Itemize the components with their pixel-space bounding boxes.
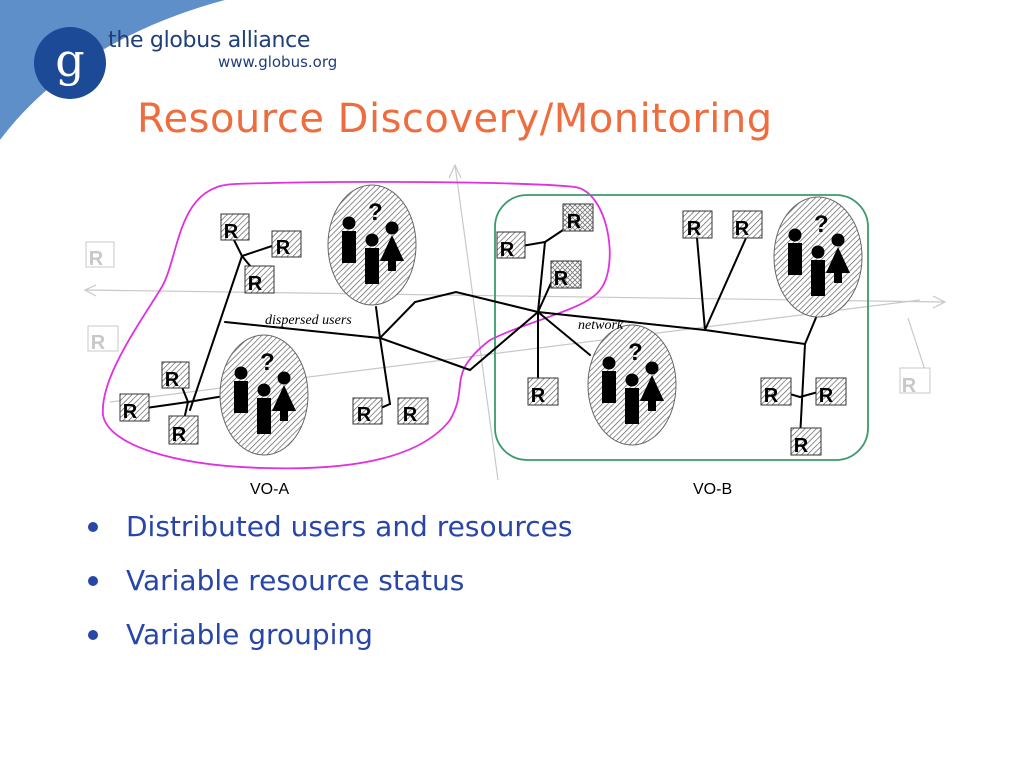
resource-box-icon: R	[550, 260, 582, 290]
vo-a-boundary	[102, 180, 611, 470]
bullet-dot-icon	[88, 522, 98, 532]
resource-box-icon: R	[790, 427, 822, 457]
svg-text:R: R	[500, 239, 515, 261]
bullet-text: Variable grouping	[126, 618, 373, 651]
dispersed-users-label: dispersed users	[265, 313, 352, 328]
resource-box-icon: R	[244, 265, 275, 295]
resource-box-icon: R	[899, 367, 931, 397]
bullet-item: Variable resource status	[88, 554, 572, 608]
bullet-text: Variable resource status	[126, 564, 465, 597]
resource-box-icon: R	[815, 377, 847, 407]
bullet-item: Distributed users and resources	[88, 500, 572, 554]
svg-text:R: R	[403, 404, 418, 426]
resource-box-icon: R	[732, 210, 763, 240]
svg-text:R: R	[123, 401, 138, 423]
user-group-icon	[327, 184, 417, 306]
globus-logo-icon	[34, 27, 106, 99]
user-group-icon	[773, 196, 863, 318]
logo-letter: g	[55, 33, 84, 87]
svg-text:R: R	[89, 248, 104, 270]
vo-b-label: VO-B	[693, 481, 733, 498]
svg-text:R: R	[902, 375, 917, 397]
svg-text:R: R	[531, 385, 546, 407]
resource-box-icon: R	[527, 377, 559, 407]
user-group-icon	[587, 324, 677, 446]
resource-box-icon: R	[352, 397, 383, 426]
svg-text:R: R	[165, 369, 180, 391]
svg-text:R: R	[224, 221, 239, 243]
logo-name: the globus alliance	[108, 28, 311, 53]
resource-box-icon: R	[682, 210, 713, 240]
bullet-dot-icon	[88, 576, 98, 586]
svg-text:R: R	[276, 237, 291, 259]
resource-box-icon: R	[85, 241, 115, 270]
bullet-dot-icon	[88, 630, 98, 640]
page-title: Resource Discovery/Monitoring	[137, 96, 773, 142]
svg-text:R: R	[687, 218, 702, 240]
resource-box-icon: R	[496, 231, 526, 261]
svg-text:R: R	[91, 332, 106, 354]
resource-box-icon: R	[161, 361, 190, 391]
bullet-list: Distributed users and resources Variable…	[88, 500, 572, 662]
svg-text:R: R	[172, 424, 187, 446]
resource-box-icon: R	[760, 377, 792, 407]
resource-box-icon: R	[119, 393, 150, 423]
resource-box-icon: R	[168, 415, 199, 446]
svg-text:R: R	[819, 385, 834, 407]
svg-text:R: R	[554, 268, 569, 290]
network-label: network	[578, 318, 624, 333]
svg-text:R: R	[357, 404, 372, 426]
resource-box-icon: R	[271, 230, 302, 259]
svg-text:R: R	[567, 211, 582, 233]
svg-text:R: R	[248, 273, 263, 295]
resource-box-icon: R	[562, 203, 594, 233]
logo-url: www.globus.org	[218, 53, 338, 71]
vo-b-boundary	[494, 194, 869, 461]
vo-diagram: ?	[83, 163, 947, 481]
svg-text:R: R	[735, 218, 750, 240]
resource-box-icon: R	[397, 397, 429, 426]
svg-text:R: R	[794, 435, 809, 457]
bullet-item: Variable grouping	[88, 608, 572, 662]
network-links	[145, 223, 821, 439]
resource-box-icon: R	[87, 325, 119, 354]
vo-a-label: VO-A	[250, 481, 290, 498]
svg-text:R: R	[764, 385, 779, 407]
bullet-text: Distributed users and resources	[126, 510, 573, 543]
user-group-icon	[219, 334, 309, 456]
resource-box-icon: R	[220, 213, 250, 243]
